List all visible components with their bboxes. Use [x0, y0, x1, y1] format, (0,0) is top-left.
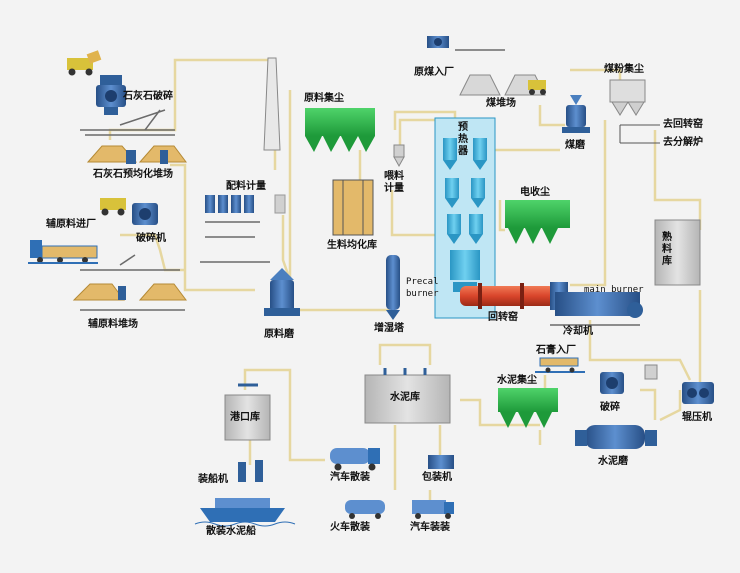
- label-preheater: 预热器: [458, 122, 468, 157]
- homogenizing-silo-icon: [332, 179, 374, 236]
- preheater-tower-icon: [434, 117, 496, 319]
- label-coal-yard: 煤堆场: [486, 98, 516, 109]
- coal-dust-collector-icon: [609, 79, 646, 116]
- label-truck-bulk: 汽车散装: [330, 472, 370, 483]
- label-coal-powder-dust-collector: 煤粉集尘: [604, 64, 644, 75]
- label-main-burner: main burner: [584, 285, 644, 295]
- aux-crusher-icon: [132, 203, 158, 225]
- roller-press-icon: [682, 382, 714, 404]
- label-cooler: 冷却机: [563, 326, 593, 337]
- port-silo-icon: [224, 383, 271, 441]
- label-limestone-prehomogenizing-yard: 石灰石预均化堆场: [93, 169, 173, 180]
- coal-yard-icon: [459, 74, 546, 96]
- label-train-bulk: 火车散装: [330, 522, 370, 533]
- label-clinker-silo: 熟料库: [662, 232, 672, 267]
- label-aux-material-intake: 辅原料进厂: [46, 219, 96, 230]
- label-cement-dust-collector: 水泥集尘: [497, 375, 537, 386]
- rotary-kiln-icon: [460, 282, 568, 310]
- limestone-stacker: [80, 109, 175, 136]
- bulk-train-icon: [345, 500, 385, 519]
- aux-truck-icon: [100, 198, 126, 216]
- raw-coal-intake-icon: [427, 36, 505, 51]
- cooler-icon: [550, 292, 643, 326]
- label-raw-coal-intake: 原煤入厂: [414, 67, 454, 78]
- limestone-pile: [86, 145, 187, 164]
- raw-dust-collector-icon: [305, 108, 375, 152]
- electrostatic-precipitator-icon: [505, 200, 570, 244]
- coal-mill-icon: [562, 95, 590, 133]
- label-roller-press: 辊压机: [682, 412, 712, 423]
- cement-silo-icon: [364, 368, 451, 424]
- label-crusher: 破碎机: [136, 233, 166, 244]
- gypsum-crusher-icon: [600, 372, 624, 394]
- chimney-stack: [263, 57, 281, 151]
- humidifying-tower-icon: [386, 255, 400, 320]
- label-cement-mill: 水泥磨: [598, 456, 628, 467]
- bulk-truck-icon: [330, 448, 380, 471]
- label-feed-metering: 喂料 计量: [384, 171, 404, 194]
- bagged-truck-icon: [412, 500, 454, 519]
- label-batching-metering: 配料计量: [226, 181, 266, 192]
- cement-dust-collector-icon: [498, 388, 558, 428]
- packer-icon: [428, 455, 454, 469]
- label-limestone-crushing: 石灰石破碎: [123, 91, 173, 102]
- coal-arrows: [619, 124, 660, 144]
- limestone-crusher-icon: [96, 75, 126, 115]
- label-raw-material-dust-collector: 原料集尘: [304, 93, 344, 104]
- label-raw-meal-homogenizing-silo: 生料均化库: [327, 240, 377, 251]
- hopper-icon: [644, 364, 658, 380]
- label-aux-material-yard: 辅原料堆场: [88, 319, 138, 330]
- aux-train-icon: [28, 240, 98, 264]
- bulk-cement-ship-icon: [194, 498, 296, 527]
- raw-mill-icon: [264, 268, 300, 316]
- label-cement-silo: 水泥库: [390, 392, 420, 403]
- aux-stacker: [80, 254, 180, 271]
- label-port-silo: 港口库: [230, 412, 260, 423]
- label-gypsum-intake: 石膏入厂: [536, 345, 576, 356]
- label-rotary-kiln: 回转窑: [488, 312, 518, 323]
- clinker-silo-icon: [654, 219, 701, 286]
- label-packer: 包装机: [422, 472, 452, 483]
- aux-material-pile: [72, 283, 187, 311]
- label-ship-loader: 装船机: [198, 474, 228, 485]
- label-electrostatic-precipitator: 电收尘: [520, 187, 550, 198]
- label-crushing: 破碎: [600, 402, 620, 413]
- ship-loader-icon: [238, 460, 263, 482]
- label-raw-mill: 原料磨: [264, 329, 294, 340]
- label-to-calciner: 去分解炉: [663, 137, 703, 148]
- batching-bins: [200, 194, 286, 263]
- gypsum-intake-icon: [535, 357, 585, 373]
- label-truck-bagged: 汽车装装: [410, 522, 450, 533]
- feed-metering-icon: [393, 144, 405, 168]
- label-precalciner-burner: Precal burner: [406, 277, 439, 299]
- label-coal-mill: 煤磨: [565, 140, 585, 151]
- label-humidifying-tower: 增湿塔: [374, 323, 404, 334]
- cement-mill-icon: [575, 425, 657, 449]
- label-to-rotary-kiln: 去回转窑: [663, 119, 703, 130]
- label-bulk-cement-ship: 散装水泥船: [206, 526, 256, 537]
- limestone-truck-icon: [67, 50, 102, 76]
